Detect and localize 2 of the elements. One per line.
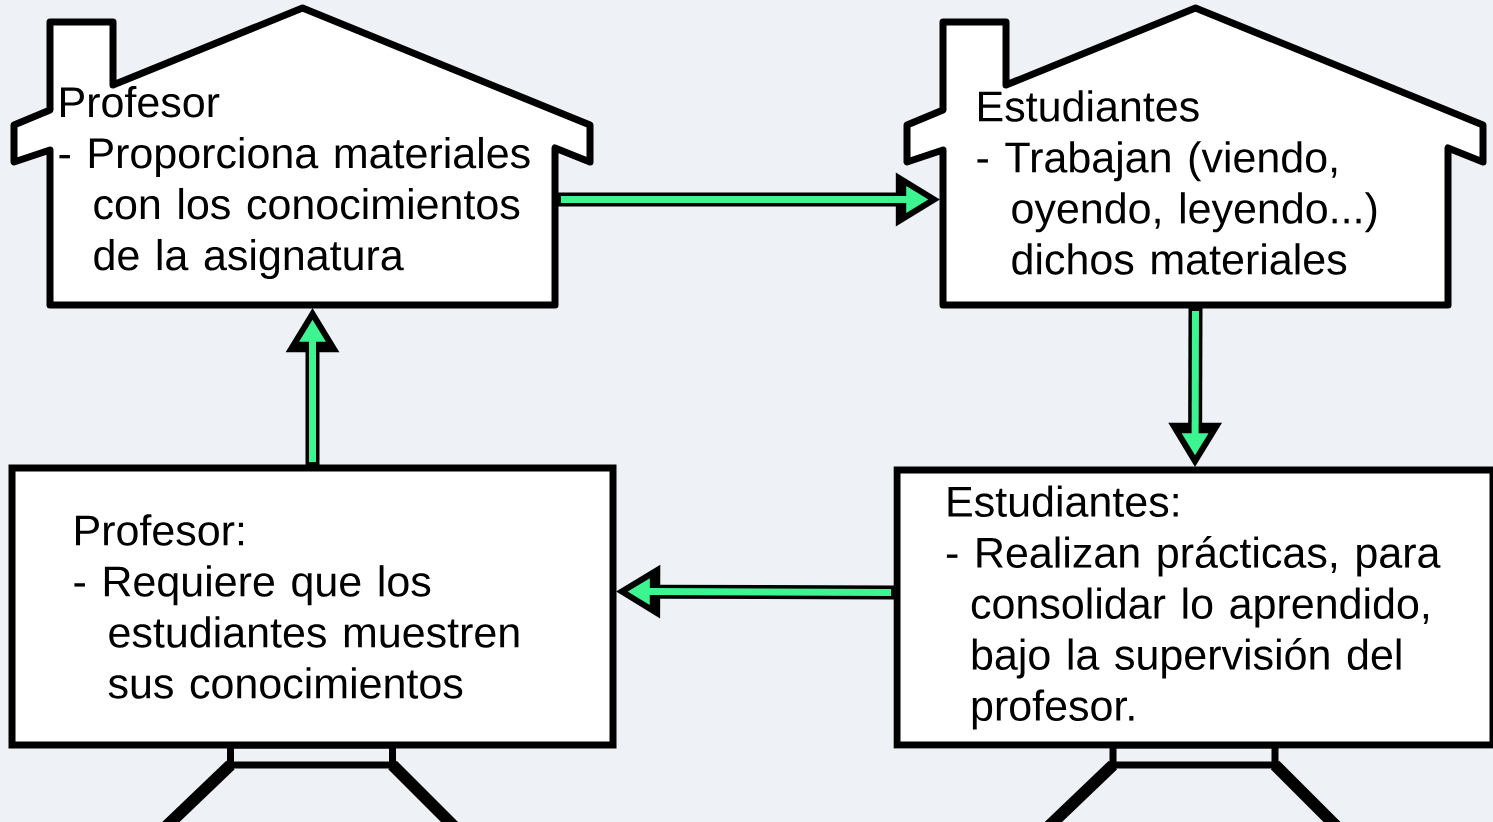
easel-board: Profesor: - Requiere que los estudiantes muestren sus conocimientos (8, 464, 617, 822)
easel-board: Estudiantes: - Realizan prácticas, para consolidar lo aprendido, bajo la supervisión del profesor. (893, 466, 1493, 822)
